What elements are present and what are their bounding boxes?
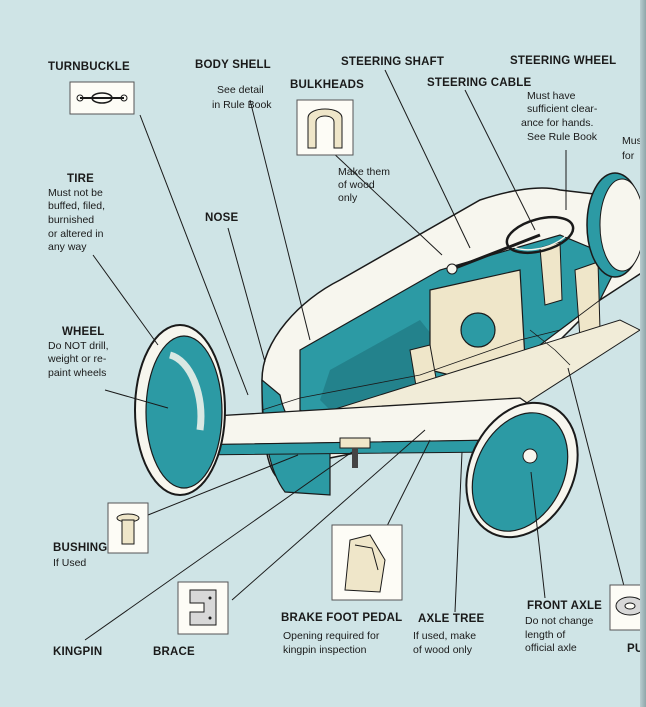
left-front-wheel-drawing <box>134 324 226 496</box>
body-shell-note-2: in Rule Book <box>212 99 272 111</box>
tire-note-4: or altered in <box>48 228 104 240</box>
page-binding-edge <box>640 0 646 707</box>
steering-wheel-note-3: ance for hands. <box>521 117 594 129</box>
right-front-wheel-drawing <box>465 401 579 539</box>
front-axle-title: FRONT AXLE <box>527 600 603 612</box>
axle-tree-note-1: If used, make <box>413 630 477 642</box>
tire-note-2: buffed, filed, <box>48 200 106 212</box>
rear-wheel-drawing <box>586 172 645 278</box>
brake-foot-pedal-note-1: Opening required for <box>283 630 380 642</box>
bushing-inset <box>107 502 149 554</box>
leader-lines <box>84 69 626 641</box>
turnbuckle-inset <box>69 81 135 115</box>
front-axle-note-3: official axle <box>525 642 577 654</box>
steering-cables <box>261 299 601 411</box>
nose-title: NOSE <box>205 212 239 224</box>
turnbuckle-title: TURNBUCKLE <box>48 61 130 73</box>
wheel-note-1: Do NOT drill, <box>48 340 109 352</box>
brace-title: BRACE <box>153 646 195 658</box>
brake-foot-pedal-title: BRAKE FOOT PEDAL <box>281 612 403 624</box>
front-axle-note-1: Do not change <box>525 615 594 627</box>
bulkhead-wood <box>409 241 601 411</box>
body-shell-title: BODY SHELL <box>195 59 271 71</box>
steering-cable-title: STEERING CABLE <box>427 77 532 89</box>
front-axle-note-2: length of <box>525 629 566 641</box>
brace-inset <box>177 581 229 635</box>
bushing-note: If Used <box>53 557 87 569</box>
cutoff-note-2: for <box>622 150 635 162</box>
steering-shaft-title: STEERING SHAFT <box>341 56 445 68</box>
wheel-note-2: weight or re- <box>48 353 107 365</box>
tire-title: TIRE <box>67 173 94 185</box>
kingpin-title: KINGPIN <box>53 646 103 658</box>
steering-wheel-note-2: sufficient clear- <box>527 103 598 115</box>
brake-pedal-inset <box>331 524 403 601</box>
tire-note-1: Must not be <box>48 187 103 199</box>
steering-wheel-note-1: Must have <box>527 90 576 102</box>
steering-wheel-note-4: See Rule Book <box>527 131 598 143</box>
bushing-title: BUSHING <box>53 542 108 554</box>
bulkheads-title: BULKHEADS <box>290 79 364 91</box>
body-shell-note-1: See detail <box>217 84 264 96</box>
tire-note-5: any way <box>48 241 87 253</box>
bulkheads-note-3: only <box>338 192 358 204</box>
wheel-title: WHEEL <box>62 326 105 338</box>
steering-wheel-drawing <box>446 215 575 275</box>
bulkhead-inset <box>296 99 354 156</box>
brake-foot-pedal-note-2: kingpin inspection <box>283 644 367 656</box>
pulley-title: PU <box>627 643 644 655</box>
steering-wheel-title: STEERING WHEEL <box>510 55 617 67</box>
bulkheads-note-1: Make them <box>338 166 390 178</box>
axle-tree-note-2: of wood only <box>413 644 472 656</box>
tire-note-3: burnished <box>48 214 95 226</box>
cutoff-note-1: Mus <box>622 135 642 147</box>
bulkheads-note-2: of wood <box>338 179 375 191</box>
axle-tree-title: AXLE TREE <box>418 613 485 625</box>
wheel-note-3: paint wheels <box>48 367 107 379</box>
